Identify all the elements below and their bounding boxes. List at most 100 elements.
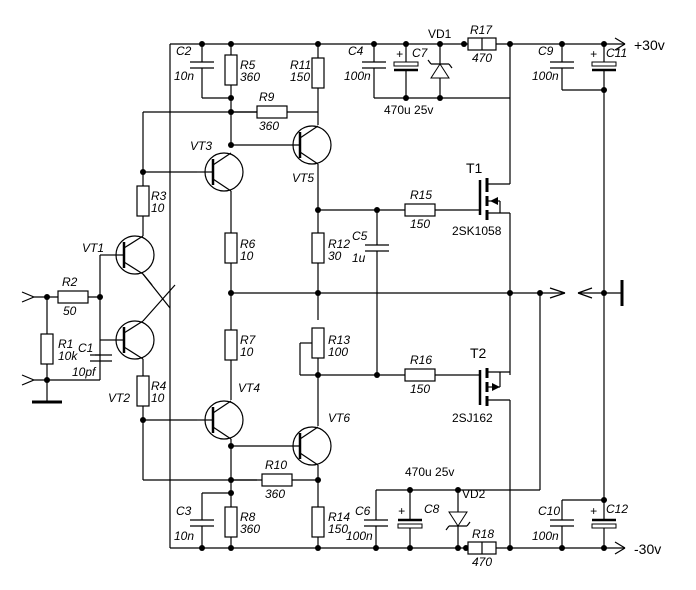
c7-ref: C7 xyxy=(412,46,429,60)
resistor-r4 xyxy=(136,375,150,407)
r2-value: 50 xyxy=(63,304,77,318)
zener-vd1: VD1 xyxy=(427,27,453,98)
zener-vd2: VD2 xyxy=(445,487,486,548)
c10-ref: C10 xyxy=(538,504,560,518)
vt4-ref: VT4 xyxy=(238,381,260,395)
resistor-r8 xyxy=(224,506,238,538)
vt5-ref: VT5 xyxy=(292,171,314,185)
resistor-r7 xyxy=(224,329,238,361)
r2-ref: R2 xyxy=(62,275,78,289)
r12-value: 30 xyxy=(328,249,342,263)
r17-value: 470 xyxy=(472,51,492,65)
c3-value: 10n xyxy=(174,529,194,543)
input-section: R1 10k R2 50 C1 10pf xyxy=(21,254,116,404)
r13-ref: R13 xyxy=(328,333,350,347)
c6-value: 100n xyxy=(346,529,373,543)
mosfet-t2: T2 2SJ162 xyxy=(452,345,510,425)
resistor-r10 xyxy=(261,473,293,487)
r6-value: 10 xyxy=(240,249,254,263)
resistor-r16 xyxy=(404,368,436,382)
transistor-vt1: VT1 xyxy=(82,235,155,275)
r15-value: 150 xyxy=(410,217,430,231)
r6-ref: R6 xyxy=(240,237,256,251)
r15-ref: R15 xyxy=(410,188,432,202)
c8-ref: C8 xyxy=(424,502,440,516)
r1-value: 10k xyxy=(58,349,78,363)
r9-ref: R9 xyxy=(259,90,275,104)
c12-plus: + xyxy=(590,504,597,518)
r12-ref: R12 xyxy=(328,237,350,251)
vd2-ref: VD2 xyxy=(462,487,486,501)
c9-ref: C9 xyxy=(538,44,554,58)
r11-value: 150 xyxy=(290,70,310,84)
positive-rail: +30v xyxy=(170,37,665,53)
r1-ref: R1 xyxy=(58,337,73,351)
vt3-ref: VT3 xyxy=(190,139,212,153)
r16-value: 150 xyxy=(410,382,430,396)
r4-value: 10 xyxy=(151,391,165,405)
c4-ref: C4 xyxy=(348,44,364,58)
c1-ref: C1 xyxy=(78,341,93,355)
r18-value: 470 xyxy=(472,555,492,569)
r3-ref: R3 xyxy=(151,189,167,203)
c11-ref: C11 xyxy=(606,46,627,60)
r14-value: 150 xyxy=(328,522,348,536)
c7-value: 470u 25v xyxy=(384,103,433,117)
r7-value: 10 xyxy=(240,345,254,359)
r9-value: 360 xyxy=(259,119,279,133)
r3-value: 10 xyxy=(151,201,165,215)
r4-ref: R4 xyxy=(151,379,167,393)
negative-rail: -30v xyxy=(170,541,661,557)
resistor-r3 xyxy=(136,185,150,217)
vd1-ref: VD1 xyxy=(428,27,452,41)
r5-ref: R5 xyxy=(240,58,256,72)
r16-ref: R16 xyxy=(410,353,432,367)
t2-ref: T2 xyxy=(470,345,487,361)
resistor-r14 xyxy=(311,506,325,538)
resistor-r2 xyxy=(57,290,89,304)
c10-value: 100n xyxy=(532,529,559,543)
r17-ref: R17 xyxy=(470,23,493,37)
transistor-vt4: VT4 xyxy=(197,381,260,440)
resistor-r13 xyxy=(311,327,325,359)
r10-value: 360 xyxy=(265,487,285,501)
vt1-ref: VT1 xyxy=(82,241,104,255)
r8-ref: R8 xyxy=(240,510,256,524)
r14-ref: R14 xyxy=(328,510,350,524)
transistor-vt2: VT2 xyxy=(108,320,155,405)
resistor-r15 xyxy=(404,203,436,217)
resistor-r1 xyxy=(40,333,54,365)
r18-ref: R18 xyxy=(472,527,494,541)
c12-ref: C12 xyxy=(606,502,628,516)
r13-value: 100 xyxy=(328,345,348,359)
vt2-ref: VT2 xyxy=(108,391,130,405)
t1-ref: T1 xyxy=(466,160,483,176)
transistor-vt5: VT5 xyxy=(292,125,332,185)
vt6-ref: VT6 xyxy=(328,411,350,425)
c8-plus: + xyxy=(398,504,405,518)
transistor-vt6: VT6 xyxy=(292,411,350,466)
c5-value: 1u xyxy=(352,251,366,265)
c4-value: 100n xyxy=(344,69,371,83)
r5-value: 360 xyxy=(240,70,260,84)
resistor-r12 xyxy=(311,232,325,264)
c5-ref: C5 xyxy=(352,229,368,243)
r8-value: 360 xyxy=(240,522,260,536)
c7-plus: + xyxy=(396,47,403,61)
c3-ref: C3 xyxy=(176,504,192,518)
resistor-r6 xyxy=(224,232,238,264)
c6-ref: C6 xyxy=(355,504,371,518)
transistor-vt3: VT3 xyxy=(190,139,244,192)
c2-ref: C2 xyxy=(176,44,192,58)
negative-rail-label: -30v xyxy=(634,541,661,557)
t2-part: 2SJ162 xyxy=(452,411,493,425)
c2-value: 10n xyxy=(174,69,194,83)
r10-ref: R10 xyxy=(265,458,287,472)
c11-plus: + xyxy=(590,47,597,61)
resistor-r5 xyxy=(224,54,238,86)
mosfet-t1: T1 2SK1058 xyxy=(452,160,510,238)
resistor-r9 xyxy=(256,105,288,119)
c1-value: 10pf xyxy=(72,365,97,379)
r7-ref: R7 xyxy=(240,333,257,347)
